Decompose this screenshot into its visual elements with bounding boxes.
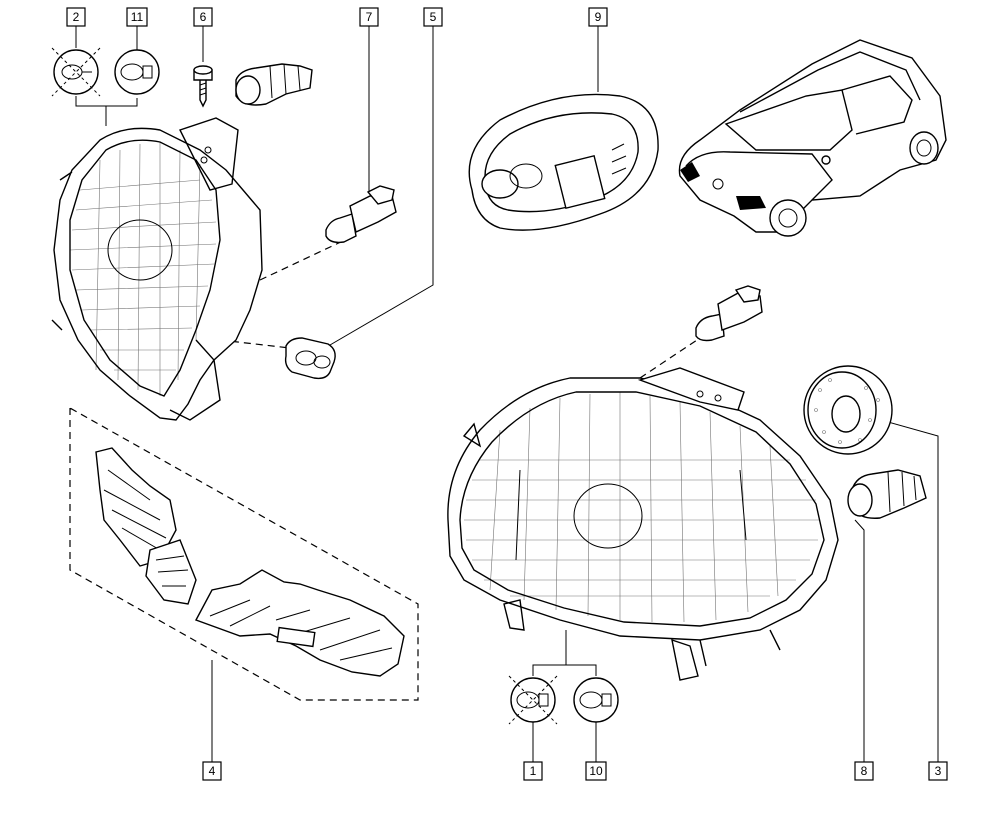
callout-label: 10 bbox=[589, 764, 603, 778]
bulb-11-icon bbox=[114, 49, 160, 95]
bulb-holder-9-icon bbox=[468, 93, 659, 231]
bracket-kit-4 bbox=[69, 406, 419, 701]
callout-label: 1 bbox=[530, 764, 537, 778]
leader-lines bbox=[75, 26, 939, 762]
callout-7: 7 bbox=[359, 7, 379, 27]
callout-label: 7 bbox=[366, 10, 373, 24]
left-headlamp-rear-view bbox=[51, 117, 263, 421]
clip-5-icon bbox=[284, 337, 336, 380]
bulb-2-icon bbox=[51, 47, 101, 97]
callout-label: 5 bbox=[430, 10, 437, 24]
car-icon bbox=[678, 39, 947, 237]
callout-label: 6 bbox=[200, 10, 207, 24]
bulb-holder-top-icon bbox=[235, 63, 313, 106]
callout-label: 9 bbox=[595, 10, 602, 24]
bulb-holder-8-icon bbox=[847, 469, 927, 519]
screw-6-icon bbox=[193, 65, 213, 108]
callout-label: 3 bbox=[935, 764, 942, 778]
callout-label: 4 bbox=[209, 764, 216, 778]
callout-5: 5 bbox=[423, 7, 443, 27]
callout-9: 9 bbox=[588, 7, 608, 27]
callout-3: 3 bbox=[928, 761, 948, 781]
bulb-7-icon bbox=[325, 185, 397, 244]
callout-label: 2 bbox=[73, 10, 80, 24]
callout-10: 10 bbox=[585, 761, 607, 781]
bulb-right-upper-icon bbox=[695, 285, 763, 342]
callout-6: 6 bbox=[193, 7, 213, 27]
cap-3-icon bbox=[803, 365, 893, 455]
callout-11: 11 bbox=[126, 7, 148, 27]
right-headlamp-front-view bbox=[447, 367, 839, 681]
callout-label: 8 bbox=[861, 764, 868, 778]
bulb-10-icon bbox=[573, 677, 619, 723]
bulb-1-icon bbox=[508, 675, 558, 725]
callout-4: 4 bbox=[202, 761, 222, 781]
callout-8: 8 bbox=[854, 761, 874, 781]
callout-label: 11 bbox=[131, 10, 144, 24]
callout-1: 1 bbox=[523, 761, 543, 781]
callout-2: 2 bbox=[66, 7, 86, 27]
